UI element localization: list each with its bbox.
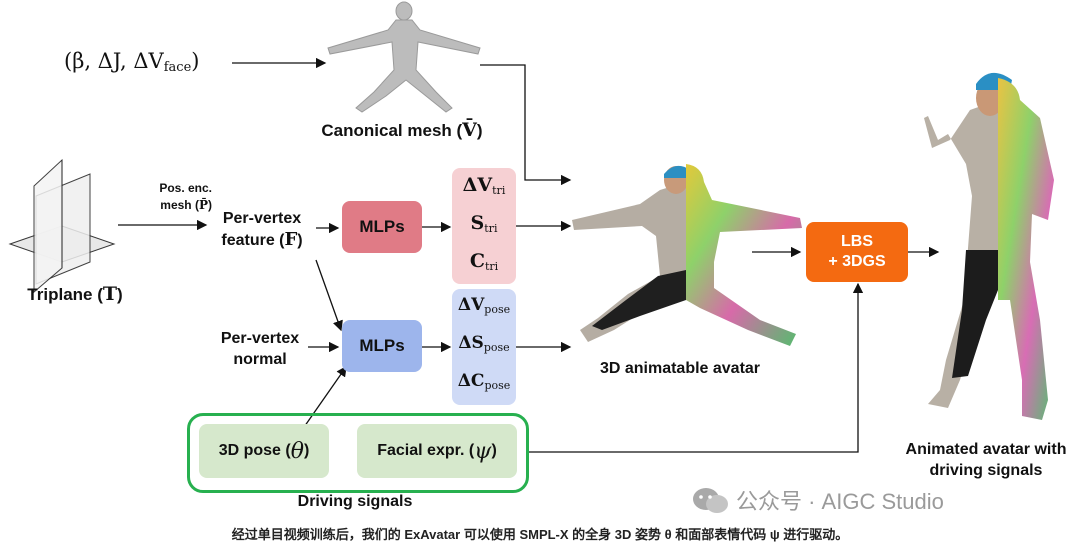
outputs-pose-box: ΔVpose ΔSpose ΔCpose xyxy=(452,289,516,405)
arrow-feature-to-mlp-bottom xyxy=(315,259,343,332)
triplane-icon xyxy=(8,158,116,294)
avatar-figure xyxy=(572,164,802,346)
wechat-icon xyxy=(693,488,728,513)
lbs-3dgs-box: LBS + 3DGS xyxy=(806,222,908,282)
animated-avatar-figure xyxy=(924,72,1054,420)
expression-signal-box: Facial expr. (ψ) xyxy=(357,424,517,478)
outputs-tri-box: ΔVtri Stri Ctri xyxy=(452,168,516,284)
mlp-top-box: MLPs xyxy=(342,201,422,253)
canonical-mesh-label: Canonical mesh (V̄) xyxy=(321,119,483,141)
pos-enc-label: Pos. enc. mesh (P̄) xyxy=(159,181,212,212)
per-vertex-feature-label: Per-vertex feature (F) xyxy=(221,210,303,250)
output-s-tri: Stri xyxy=(470,212,498,235)
input-params-label: (β, ΔJ, ΔVface) xyxy=(64,49,200,75)
arrow-expr-to-lbs xyxy=(528,282,864,453)
canonical-mesh-figure xyxy=(327,1,481,113)
output-delta-c-pose: ΔCpose xyxy=(457,371,511,392)
driving-signals-label: Driving signals xyxy=(297,493,413,510)
mlp-bottom-box: MLPs xyxy=(342,320,422,372)
watermark: 公众号 · AIGC Studio xyxy=(690,484,944,516)
output-delta-v-pose: ΔVpose xyxy=(457,295,511,316)
output-c-tri: Ctri xyxy=(469,250,499,273)
triplane-label: Triplane (T) xyxy=(27,283,123,305)
pose-signal-box: 3D pose (θ) xyxy=(199,424,329,478)
output-delta-v-tri: ΔVtri xyxy=(462,174,506,197)
output-delta-s-pose: ΔSpose xyxy=(458,333,510,354)
figure-caption: 经过单目视频训练后，我们的 ExAvatar 可以使用 SMPL-X 的全身 3… xyxy=(231,527,849,542)
arrow-pose-to-mlp-bottom xyxy=(301,365,347,431)
avatar-label: 3D animatable avatar xyxy=(599,360,761,377)
arrow-canonical-to-avatar xyxy=(480,64,572,186)
animated-avatar-label: Animated avatar with driving signals xyxy=(905,441,1067,479)
per-vertex-normal-label: Per-vertex normal xyxy=(220,330,300,368)
driving-signals-frame xyxy=(187,413,529,493)
